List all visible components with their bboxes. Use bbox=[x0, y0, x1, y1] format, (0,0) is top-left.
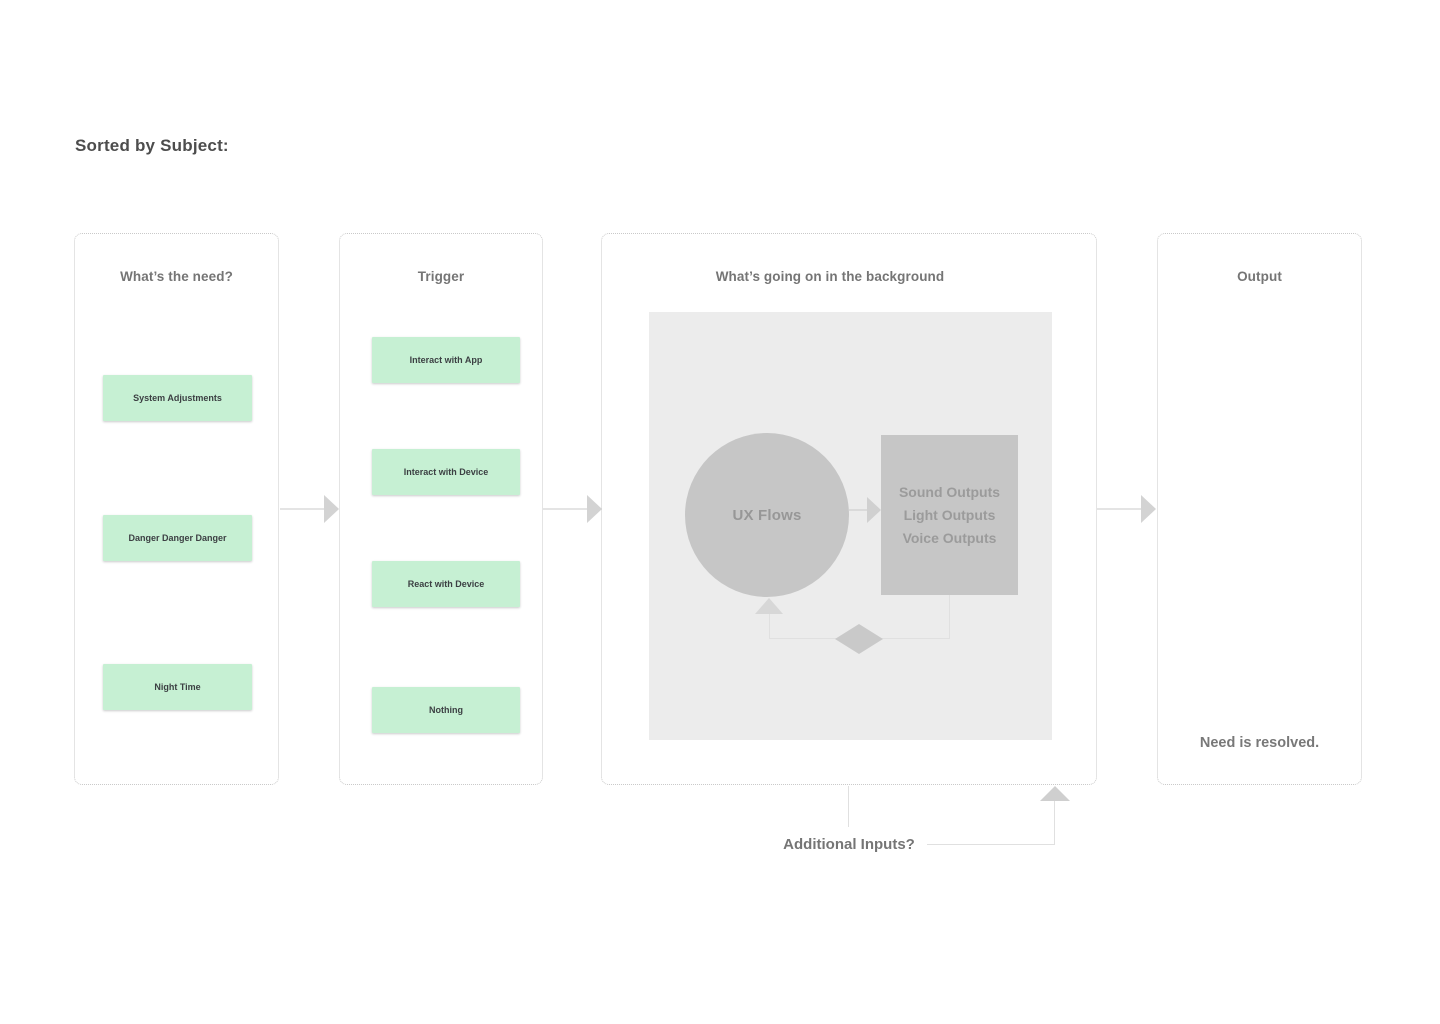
node-interact-with-device: Interact with Device bbox=[372, 449, 520, 495]
node-night-time: Night Time bbox=[103, 664, 252, 710]
node-system-adjustments: System Adjustments bbox=[103, 375, 252, 421]
feedback-loop-arrowhead-icon bbox=[755, 598, 783, 614]
feedback-loop-connector-down bbox=[949, 595, 950, 638]
arrow-trigger-to-background-icon bbox=[543, 495, 602, 523]
additional-inputs-label: Additional Inputs? bbox=[783, 836, 915, 853]
column-trigger-header: Trigger bbox=[417, 269, 465, 284]
column-output: Output Need is resolved. bbox=[1157, 233, 1362, 785]
node-nothing: Nothing bbox=[372, 687, 520, 733]
column-need-header: What’s the need? bbox=[120, 269, 233, 284]
arrow-circle-to-outputs-icon bbox=[849, 497, 881, 523]
outputs-box-line-voice: Voice Outputs bbox=[902, 529, 997, 546]
feedback-loop-connector-up bbox=[769, 614, 770, 638]
ux-flows-circle: UX Flows bbox=[685, 433, 849, 597]
additional-inputs-connector-up bbox=[1054, 801, 1055, 844]
arrow-need-to-trigger-icon bbox=[280, 495, 339, 523]
additional-inputs-connector-horizontal bbox=[927, 844, 1055, 845]
column-trigger: Trigger Interact with App Interact with … bbox=[339, 233, 543, 785]
node-react-with-device: React with Device bbox=[372, 561, 520, 607]
outputs-box: Sound Outputs Light Outputs Voice Output… bbox=[881, 435, 1018, 595]
node-danger-danger-danger: Danger Danger Danger bbox=[103, 515, 252, 561]
column-background: What’s going on in the background UX Flo… bbox=[601, 233, 1097, 785]
page-title: Sorted by Subject: bbox=[75, 136, 229, 155]
outputs-box-line-sound: Sound Outputs bbox=[898, 483, 1001, 500]
column-background-header: What’s going on in the background bbox=[715, 269, 945, 284]
column-output-header: Output bbox=[1237, 269, 1282, 284]
additional-inputs-connector-down bbox=[848, 786, 849, 827]
need-resolved-text: Need is resolved. bbox=[1199, 735, 1320, 751]
additional-inputs-arrowhead-icon bbox=[1040, 786, 1070, 801]
column-need: What’s the need? System Adjustments Dang… bbox=[74, 233, 279, 785]
node-interact-with-app: Interact with App bbox=[372, 337, 520, 383]
arrow-background-to-output-icon bbox=[1097, 495, 1156, 523]
outputs-box-line-light: Light Outputs bbox=[903, 506, 996, 523]
